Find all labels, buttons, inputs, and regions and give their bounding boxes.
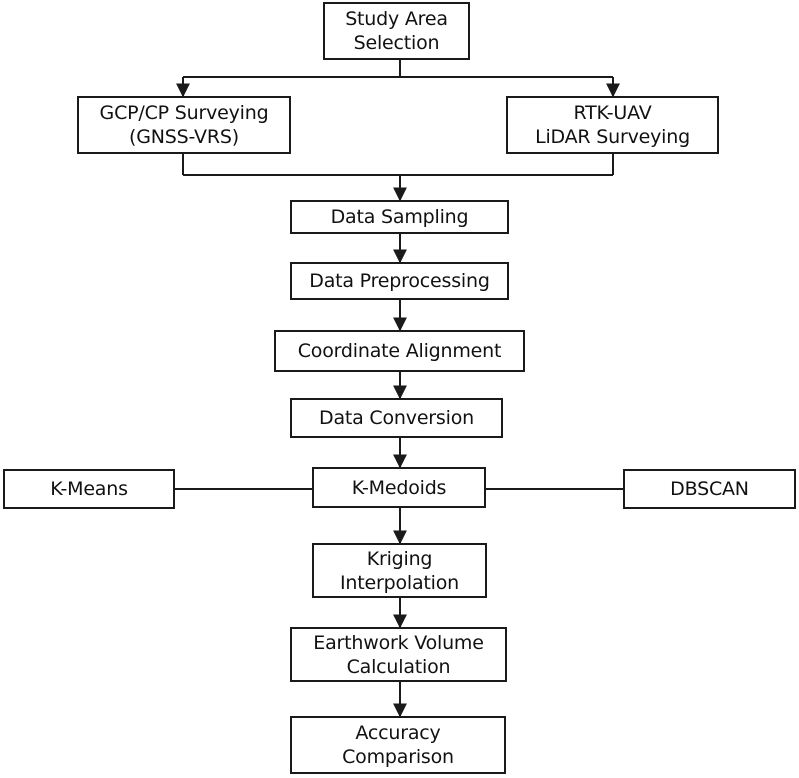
node-text: Data Conversion [319, 407, 474, 429]
node-text: K-Means [50, 478, 128, 500]
node-text: GCP/CP Surveying [99, 102, 269, 124]
node-text: Earthwork Volume [313, 631, 484, 654]
node-text: Accuracy [355, 722, 441, 744]
node-text: Study Area [345, 8, 448, 30]
node-text: Kriging [366, 547, 433, 570]
node-text: K-Medoids [351, 476, 447, 499]
node-rtk-uav-lidar-surveying: RTK-UAV LiDAR Surveying [506, 96, 719, 154]
node-k-means: K-Means [3, 469, 175, 509]
node-gcp-cp-surveying: GCP/CP Surveying (GNSS-VRS) [77, 96, 291, 154]
node-accuracy-comparison: Accuracy Comparison [290, 716, 506, 774]
node-text: Selection [353, 32, 440, 54]
node-coordinate-alignment: Coordinate Alignment [274, 330, 525, 372]
node-data-sampling: Data Sampling [290, 200, 509, 234]
node-text: RTK-UAV [573, 102, 652, 124]
node-data-preprocessing: Data Preprocessing [290, 262, 509, 300]
node-text: Comparison [342, 746, 454, 768]
node-kriging-interpolation: Kriging Interpolation [312, 543, 487, 598]
node-text: (GNSS-VRS) [129, 126, 239, 148]
node-text: Interpolation [340, 571, 459, 594]
node-text: DBSCAN [670, 478, 749, 500]
node-text: Data Preprocessing [309, 270, 490, 292]
node-text: Data Sampling [330, 206, 469, 228]
node-dbscan: DBSCAN [623, 469, 796, 509]
node-text: Coordinate Alignment [297, 340, 502, 362]
node-data-conversion: Data Conversion [290, 398, 503, 438]
node-text: Calculation [346, 655, 451, 678]
node-text: LiDAR Surveying [535, 126, 690, 148]
node-k-medoids: K-Medoids [312, 467, 486, 508]
node-earthwork-volume-calculation: Earthwork Volume Calculation [290, 627, 507, 682]
node-study-area-selection: Study Area Selection [323, 2, 470, 60]
